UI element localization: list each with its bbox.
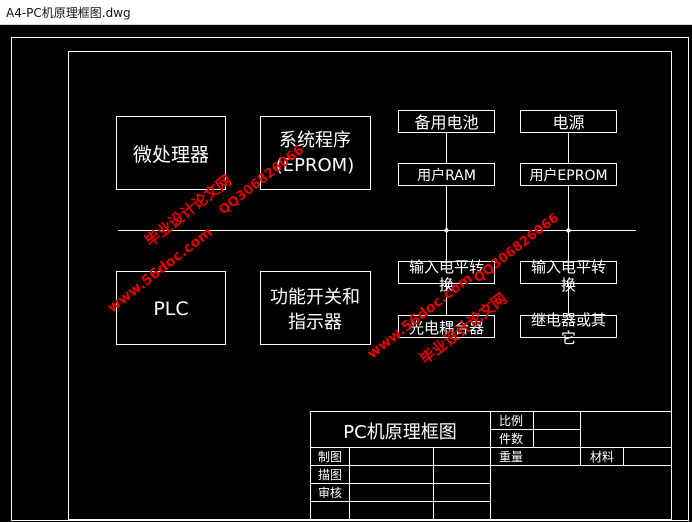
label-system-program-1: 系统程序 — [279, 130, 351, 151]
label-optocoupler: 光电耦合器 — [409, 319, 484, 337]
label-scale: 比例 — [499, 414, 523, 428]
label-quantity: 件数 — [499, 431, 523, 446]
block-microprocessor — [116, 116, 226, 190]
label-plc: PLC — [153, 298, 188, 320]
block-function-switch — [260, 271, 371, 345]
watermark-site-right: www.56doc.com — [365, 270, 476, 362]
junction-dot-right — [566, 228, 571, 233]
label-input-level-2b: 换 — [561, 276, 576, 294]
junction-dot-left — [444, 228, 449, 233]
label-backup-battery: 备用电池 — [414, 113, 478, 132]
label-weight: 重量 — [499, 450, 523, 464]
outer-frame — [11, 37, 689, 521]
watermark-right: www.56doc.com 毕业设计论文网 QQ306826066 — [365, 211, 562, 369]
block-system-program — [260, 116, 371, 190]
label-user-ram: 用户RAM — [417, 167, 476, 184]
label-drawn: 制图 — [318, 450, 342, 464]
window-title-bar: A4-PC机原理框图.dwg — [0, 0, 692, 25]
label-relay-other-1: 继电器或其 — [531, 311, 606, 329]
label-power-supply: 电源 — [552, 113, 584, 132]
label-system-program-2: (EPROM) — [276, 155, 354, 176]
window-title: A4-PC机原理框图.dwg — [6, 6, 131, 20]
label-input-level-1b: 换 — [439, 276, 454, 294]
cad-drawing-canvas[interactable]: 微处理器 系统程序 (EPROM) PLC 功能开关和 指示器 备用电池 电源 … — [0, 25, 692, 522]
label-relay-other-2: 它 — [561, 329, 576, 347]
label-input-level-2a: 输入电平转 — [531, 258, 606, 276]
label-material: 材料 — [590, 450, 614, 464]
label-user-eprom: 用户EPROM — [529, 167, 607, 184]
label-function-switch-2: 指示器 — [288, 312, 342, 333]
label-traced: 描图 — [318, 468, 342, 482]
label-microprocessor: 微处理器 — [133, 144, 209, 166]
diagram-svg: 微处理器 系统程序 (EPROM) PLC 功能开关和 指示器 备用电池 电源 … — [11, 37, 689, 521]
label-function-switch-1: 功能开关和 — [270, 287, 360, 308]
drawing-title: PC机原理框图 — [343, 422, 456, 443]
label-input-level-1a: 输入电平转 — [409, 258, 484, 276]
block-plc — [116, 271, 226, 345]
label-checked: 审核 — [318, 485, 342, 500]
